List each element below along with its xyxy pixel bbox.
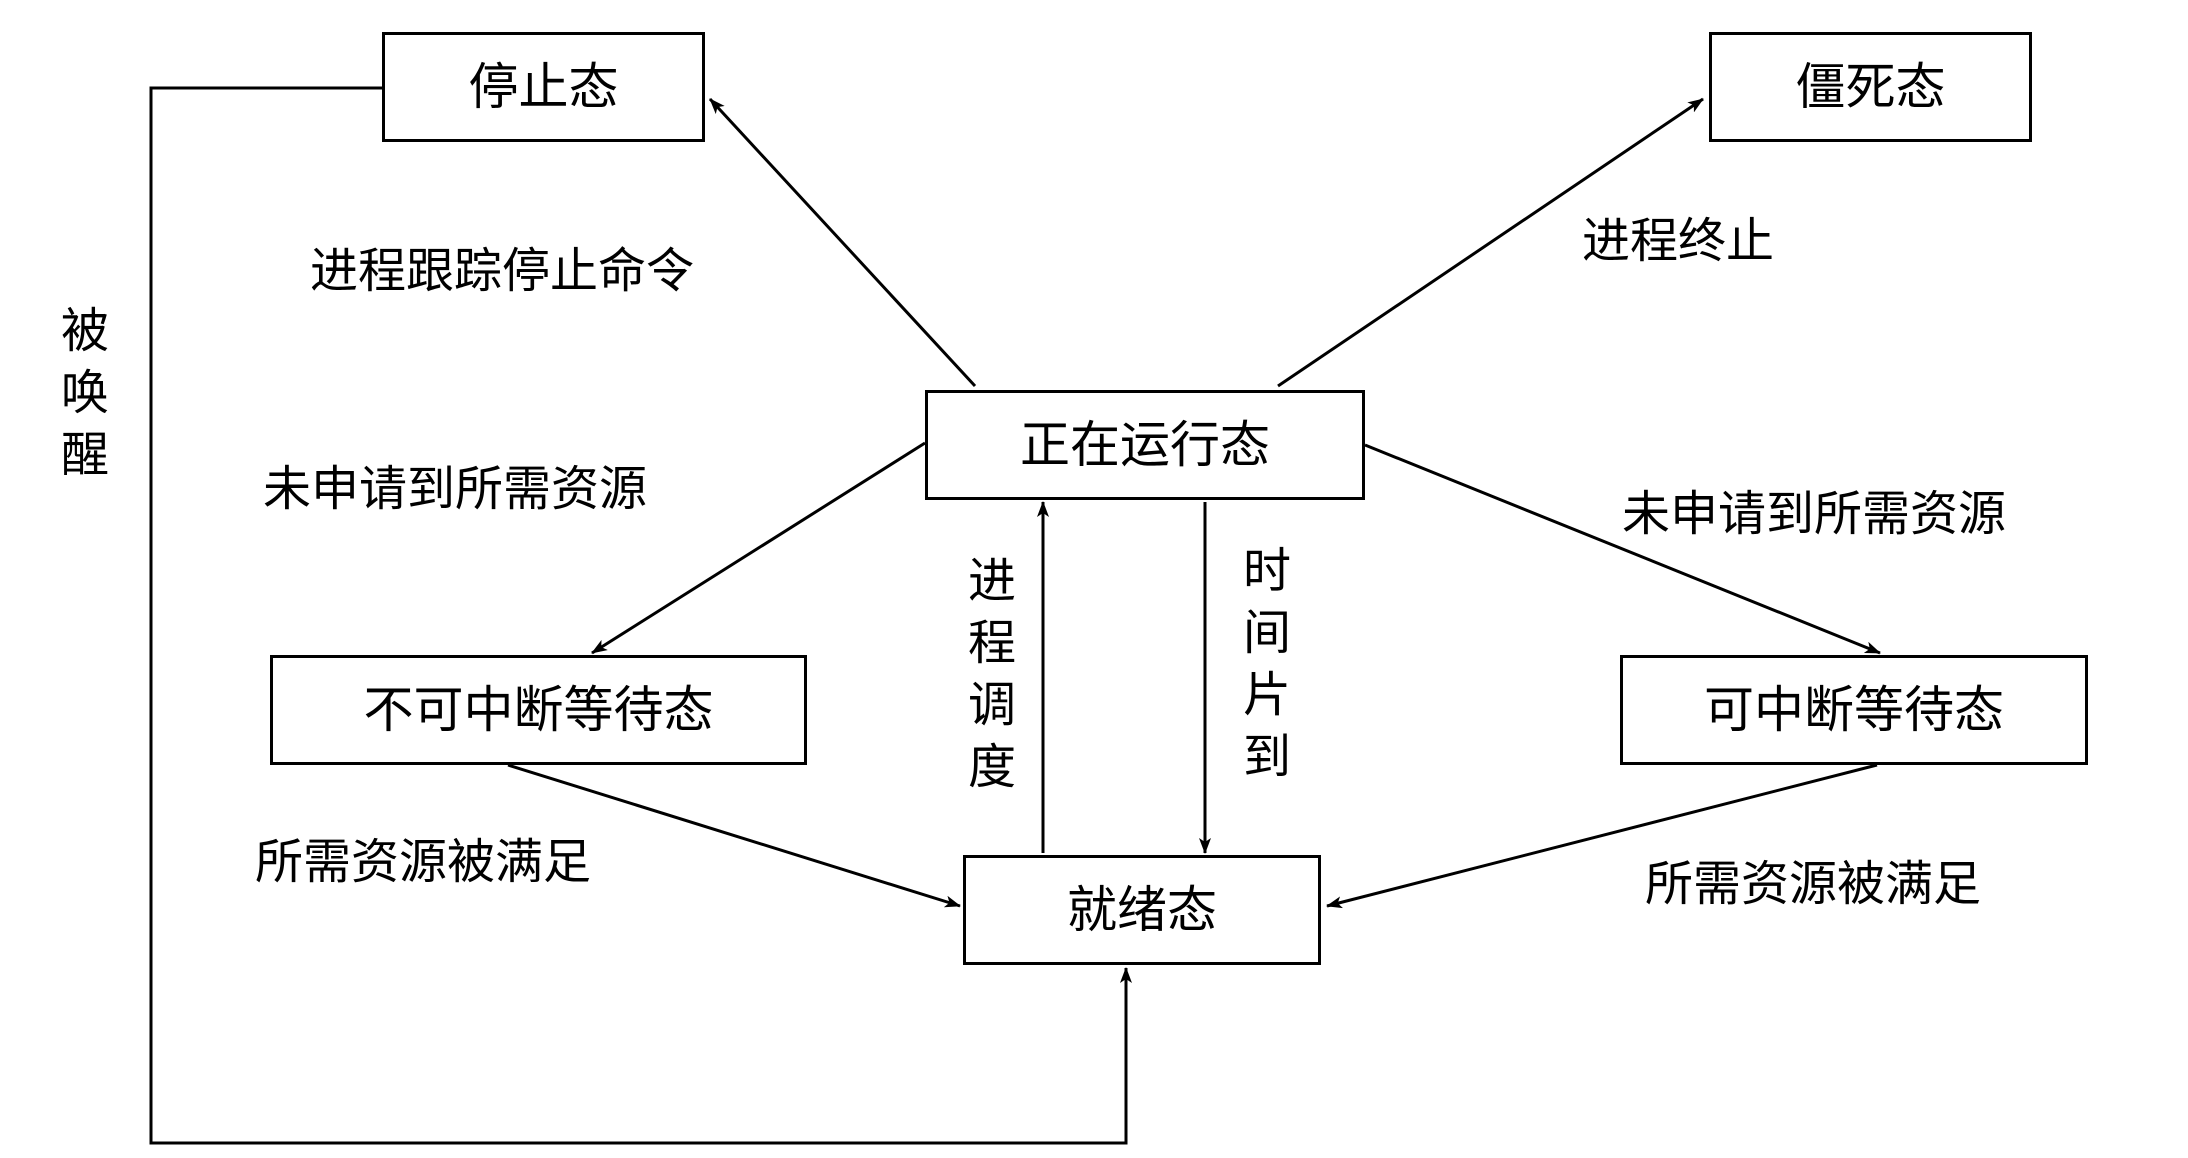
- arrow-uninterruptible-to-ready: [507, 763, 961, 908]
- label-resource-ok-right: 所需资源被满足: [1645, 856, 1982, 912]
- label-terminate: 进程终止: [1582, 213, 1775, 269]
- state-stopped-label: 停止态: [468, 58, 619, 116]
- label-time-slice: 时间片到: [1234, 545, 1290, 793]
- label-trace-stop: 进程跟踪停止命令: [310, 243, 695, 299]
- label-resource-ok-left: 所需资源被满足: [255, 834, 592, 890]
- label-schedule: 进程调度: [959, 555, 1015, 803]
- arrow-running-to-zombie: [1277, 97, 1704, 388]
- arrow-interruptible-to-ready: [1326, 763, 1878, 909]
- state-uninterruptible-wait-label: 不可中断等待态: [363, 681, 714, 739]
- state-uninterruptible-wait: 不可中断等待态: [270, 655, 807, 765]
- state-running: 正在运行态: [925, 390, 1365, 500]
- state-zombie: 僵死态: [1709, 32, 2032, 142]
- state-ready: 就绪态: [963, 855, 1321, 965]
- arrow-stopped-to-ready: [149, 86, 1132, 1145]
- label-woken: 被唤醒: [52, 305, 108, 491]
- state-ready-label: 就绪态: [1067, 881, 1217, 939]
- state-interruptible-wait-label: 可中断等待态: [1704, 681, 2004, 739]
- label-no-resource-right: 未申请到所需资源: [1622, 486, 2007, 542]
- state-zombie-label: 僵死态: [1795, 58, 1946, 116]
- label-no-resource-left: 未申请到所需资源: [263, 461, 648, 517]
- arrow-running-to-stopped: [708, 97, 977, 388]
- arrow-running-to-uninterruptible: [591, 441, 926, 655]
- state-stopped: 停止态: [382, 32, 705, 142]
- arrow-running-to-interruptible: [1364, 443, 1881, 655]
- state-interruptible-wait: 可中断等待态: [1620, 655, 2088, 765]
- state-running-label: 正在运行态: [1020, 416, 1270, 474]
